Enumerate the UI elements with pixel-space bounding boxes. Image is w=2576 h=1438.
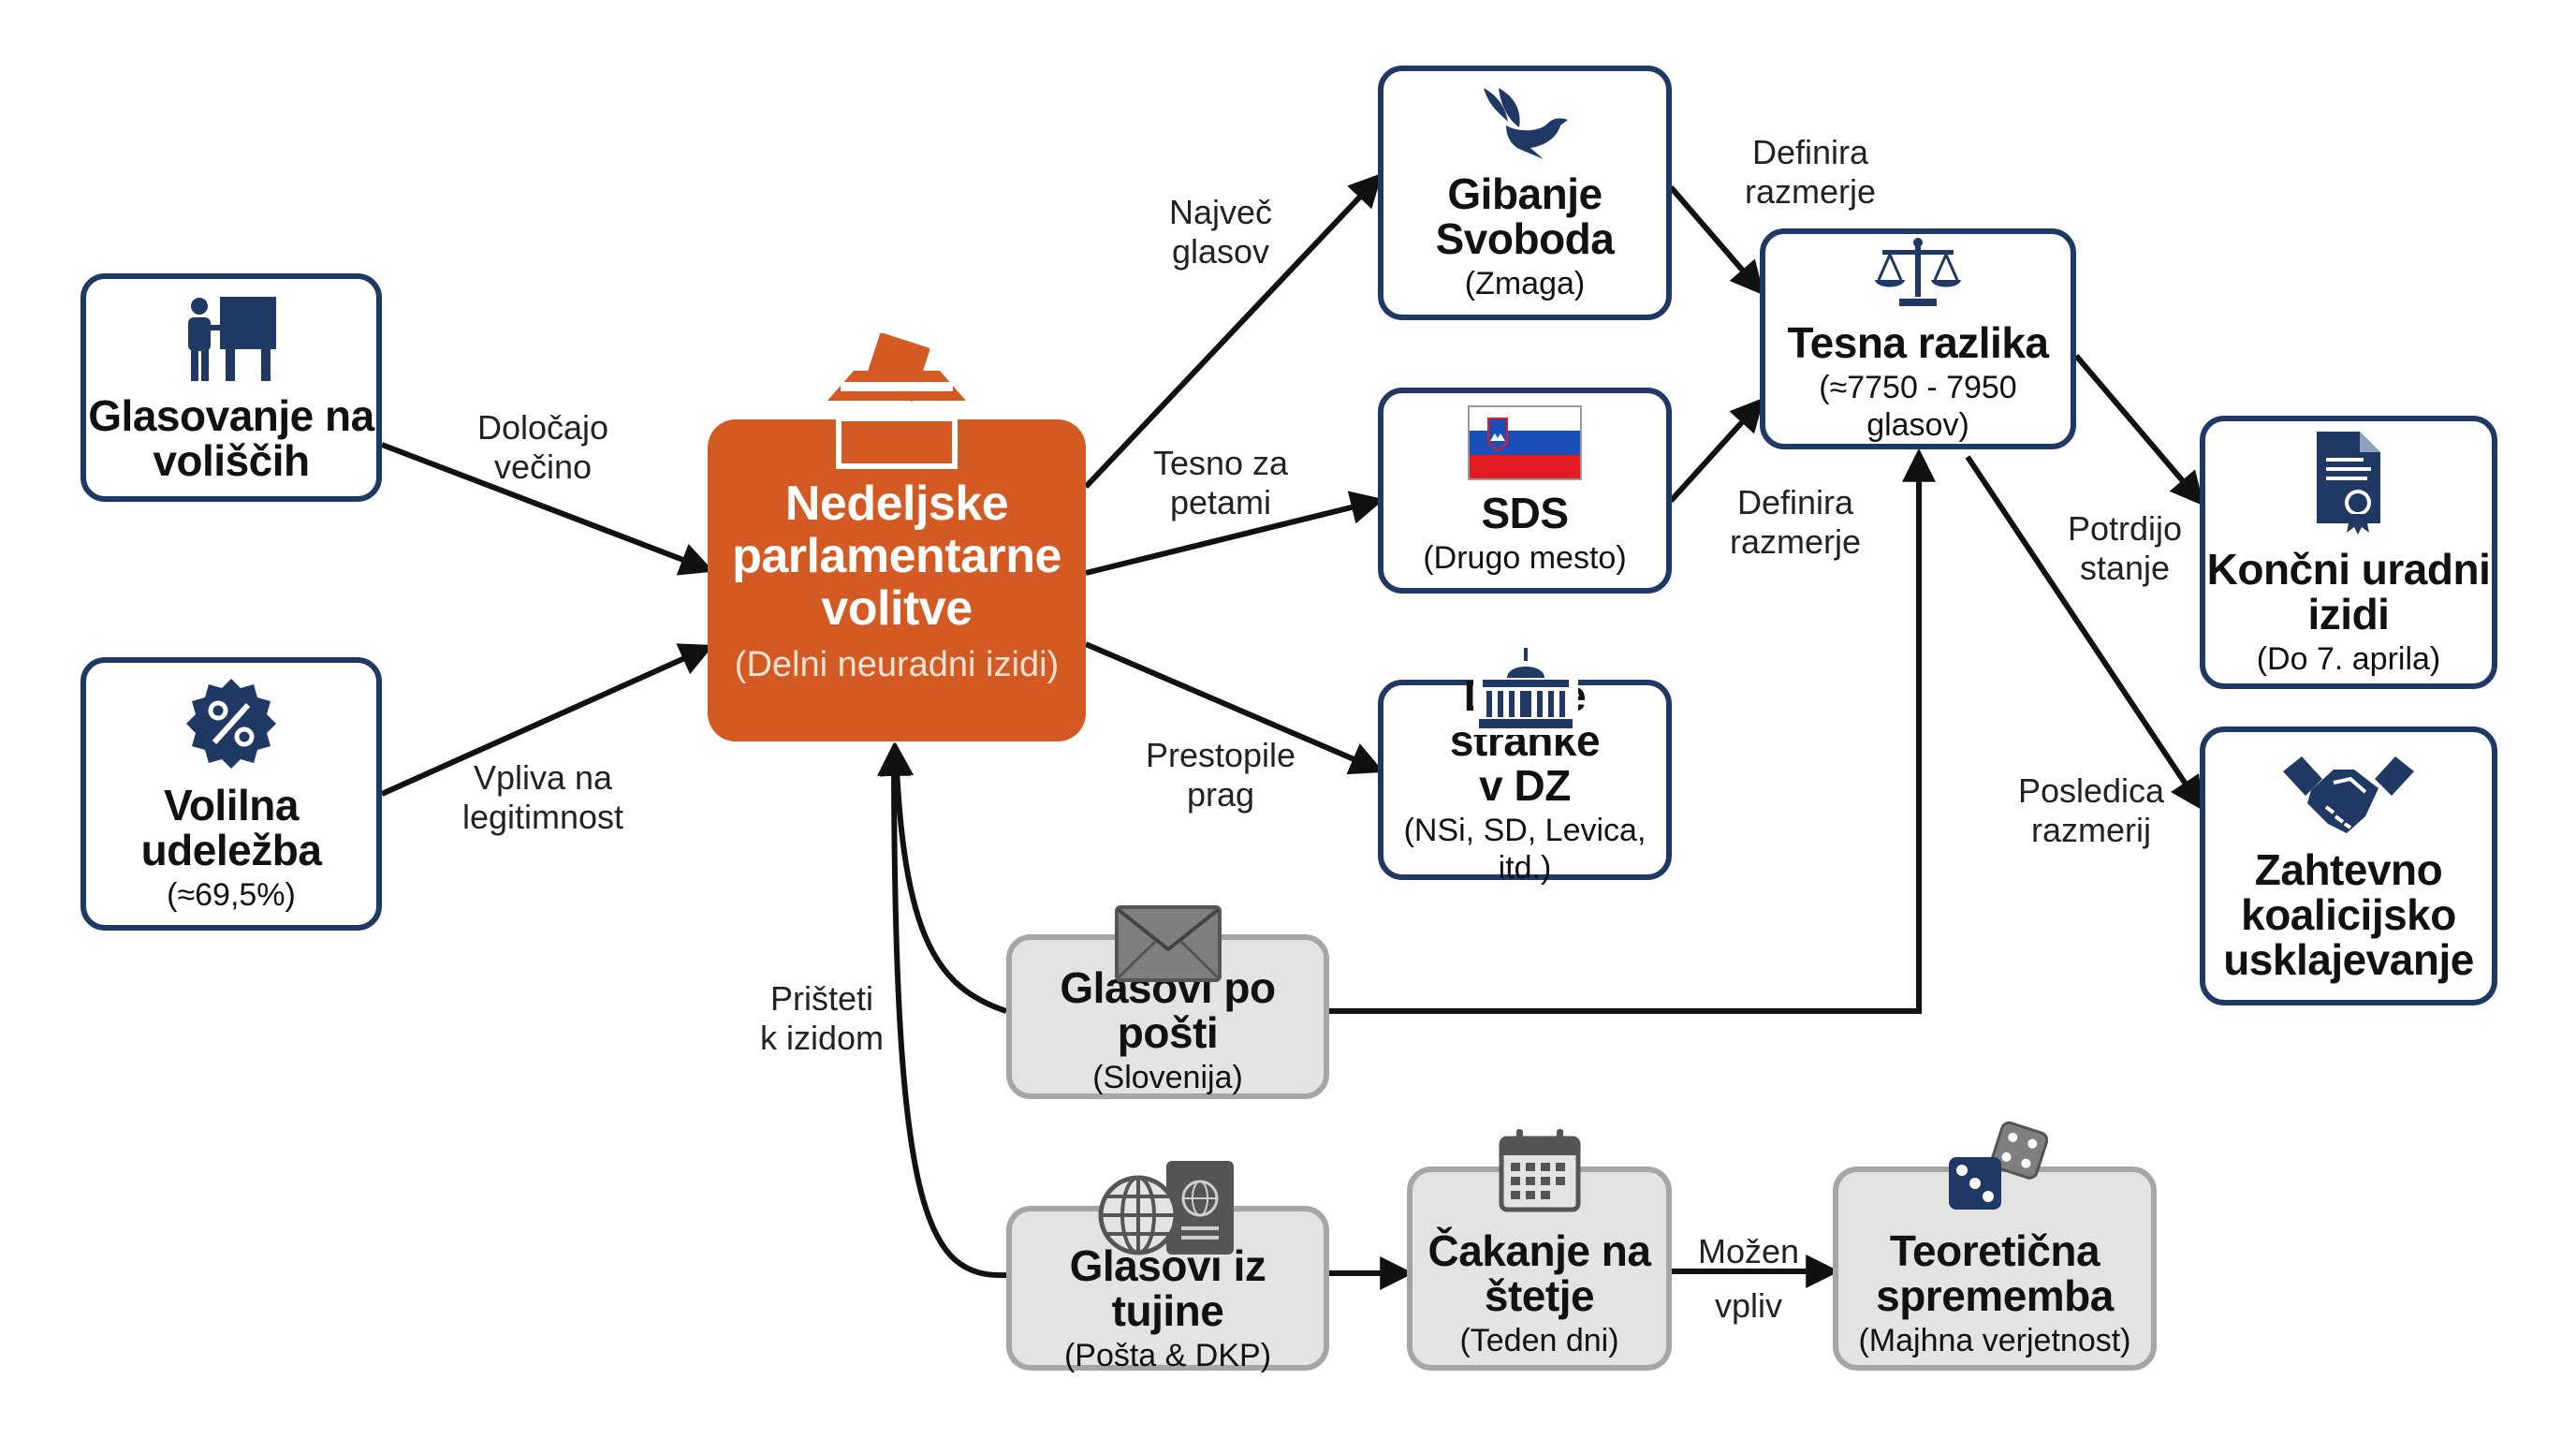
node-koncni-izidi: Končni uradni izidi (Do 7. aprila) [2200,416,2497,689]
label-voting-election: Določajo večino [476,408,609,486]
node-subtitle: (Pošta & DKP) [1063,1338,1272,1373]
label-election-others: Prestopile prag [1145,736,1296,814]
node-subtitle: (Drugo mesto) [1423,539,1627,576]
node-turnout: Volilna udeležba (≈69,5%) [80,657,382,931]
node-title: SDS [1481,488,1569,537]
arrow-sds-to-close [1668,397,1764,504]
node-election-center: Nedeljske parlamentarne volitve (Delni n… [708,419,1086,741]
parliament-icon [1473,646,1578,735]
arrow-mail-to-election [880,741,1007,1014]
node-subtitle: (≈7750 - 7950 glasov) [1819,369,2017,443]
node-koalicijsko-usklajevanje: Zahtevno koalicijsko usklajevanje [2200,726,2497,1005]
arrow-gs-to-close [1668,185,1764,296]
node-subtitle: (Zmaga) [1464,265,1586,301]
globe-passport-icon [1095,1157,1245,1265]
node-sds: SDS (Drugo mesto) [1378,388,1672,594]
ballot-box-icon [822,332,972,477]
label-gs-close: Definira razmerje [1744,133,1877,211]
arrow-turnout-to-election [380,643,714,797]
handshake-icon [2281,751,2416,842]
dice-icon [1943,1120,2049,1218]
node-subtitle: (≈69,5%) [167,876,296,913]
node-subtitle: (Teden dni) [1459,1323,1619,1358]
slovenia-flag-icon [1468,404,1582,485]
arrow-mail-to-close [1329,448,1936,1014]
node-subtitle: (Majhna verjetnost) [1858,1323,2131,1358]
node-subtitle: (Slovenija) [1092,1060,1243,1095]
arrow-close-to-final [2073,354,2204,506]
arrow-abroad-to-election [877,741,1007,1279]
polling-booth-icon [183,293,280,388]
envelope-icon [1114,904,1222,988]
arrow-election-to-gs [1083,172,1383,490]
label-close-coalition: Posledica razmerij [2017,771,2165,849]
percent-badge-icon [183,675,280,777]
node-title: Končni uradni izidi [2206,544,2491,638]
node-gibanje-svoboda: Gibanje Svoboda (Zmaga) [1378,66,1672,320]
node-subtitle: (Delni neuradni izidi) [734,645,1060,684]
label-election-gs: Največ glasov [1168,193,1273,271]
node-title: Tesna razlika [1787,317,2049,367]
node-polling-voting: Glasovanje na voliščih [80,273,382,502]
certificate-icon [2311,428,2386,541]
scales-icon [1871,235,1965,315]
node-subtitle: (Do 7. aprila) [2256,640,2441,677]
dove-icon [1478,84,1572,166]
label-to-election: Prišteti k izidom [759,979,885,1057]
arrow-election-to-others [1084,641,1384,775]
node-title: Gibanje Svoboda [1435,169,1615,263]
node-title: Nedeljske parlamentarne volitve [732,477,1061,636]
label-sds-close: Definira razmerje [1729,483,1862,561]
node-title: Teoretična sprememba [1876,1226,2114,1320]
node-title: Zahtevno koalicijsko usklajevanje [2223,844,2474,984]
node-subtitle: (NSi, SD, Levica, itd.) [1403,813,1647,886]
node-druge-stranke: Druge stranke v DZ (NSi, SD, Levica, itd… [1378,673,1672,886]
node-tesna-razlika: Tesna razlika (≈7750 - 7950 glasov) [1760,228,2076,449]
arrow-voting-to-election [380,442,714,576]
label-close-final: Potrdijo stanje [2067,509,2183,587]
node-title: Glasovanje na voliščih [88,390,374,485]
label-turnout-election: Vpliva na legitimnost [461,758,624,836]
arrow-election-to-sds [1085,491,1384,576]
calendar-icon [1498,1127,1582,1218]
label-election-sds: Tesno za petami [1152,444,1289,521]
node-title: Čakanje na štetje [1427,1226,1651,1320]
label-waiting-theoretical: Možen vpliv [1697,1232,1800,1325]
arrow-close-to-coalition [1965,455,2203,811]
node-title: Volilna udeležba [140,780,322,874]
